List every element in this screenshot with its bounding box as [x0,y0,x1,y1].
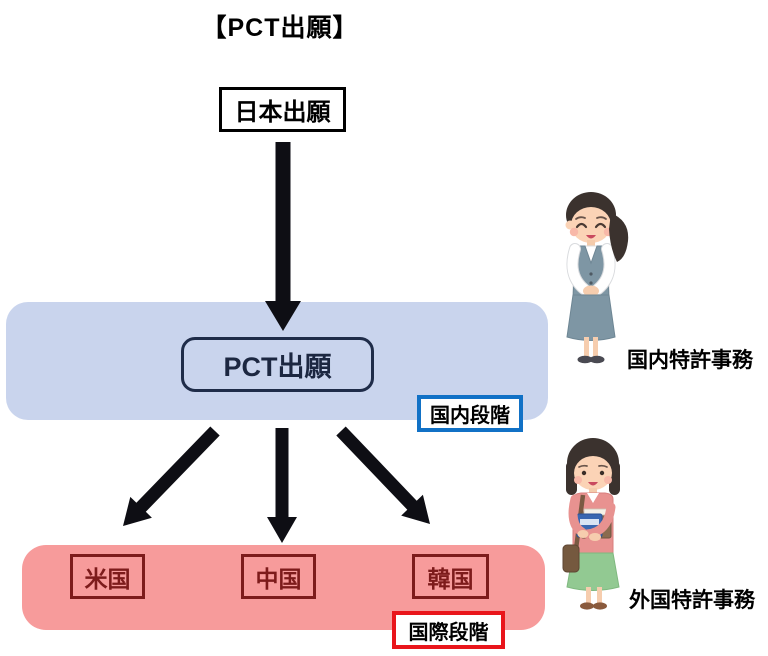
foreign-clerk-illustration [562,438,620,610]
arrow-to-us-icon [123,426,220,526]
japan-application-box: 日本出願 [219,87,346,132]
arrow-to-korea-icon [336,426,430,524]
pct-application-box: PCT出願 [181,337,374,392]
domestic-clerk-illustration [565,192,629,364]
foreign-clerk-caption: 外国特許事務 [629,589,755,612]
domestic-clerk-caption: 国内特許事務 [627,349,753,372]
country-china-label: 中国 [255,565,302,592]
international-phase-text: 国際段階 [408,621,489,644]
pct-application-label: PCT出願 [223,352,332,382]
country-box-us: 米国 [70,554,145,599]
arrow-to-china-icon [267,428,297,543]
country-korea-label: 韓国 [427,565,474,592]
japan-application-label: 日本出願 [234,99,331,126]
country-box-china: 中国 [241,554,316,599]
country-us-label: 米国 [84,565,131,592]
international-phase-label: 国際段階 [392,611,505,649]
domestic-phase-text: 国内段階 [430,405,510,427]
country-box-korea: 韓国 [412,554,489,599]
domestic-phase-label: 国内段階 [417,395,523,432]
diagram-title: 【PCT出願】 [201,14,359,42]
